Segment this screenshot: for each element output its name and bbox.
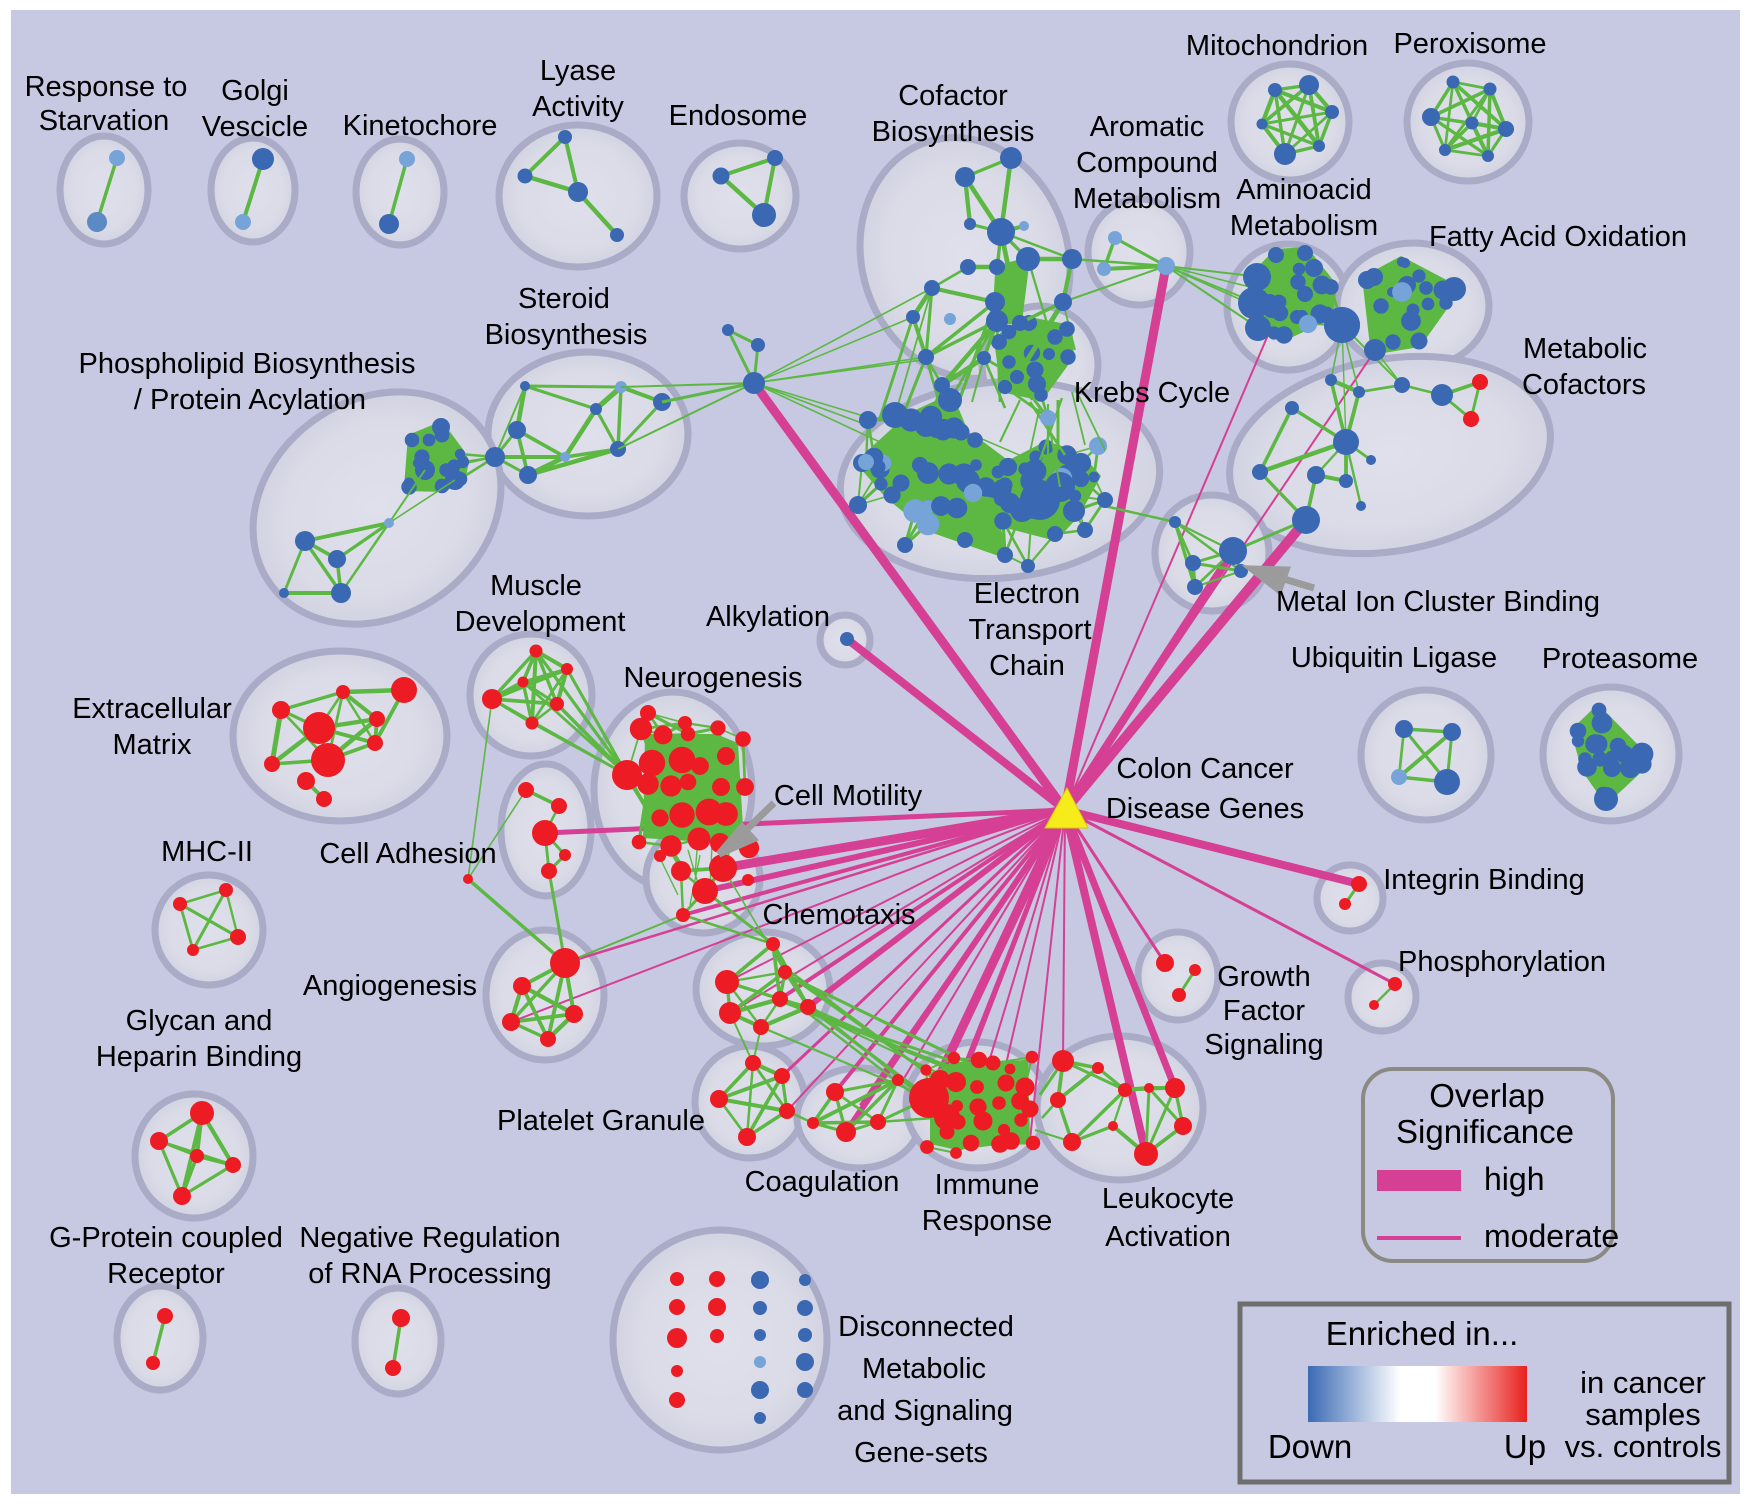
svg-text:Growth: Growth [1217, 961, 1310, 993]
svg-text:Cofactor: Cofactor [898, 80, 1008, 112]
svg-text:Krebs Cycle: Krebs Cycle [1074, 377, 1230, 409]
svg-text:Overlap: Overlap [1429, 1077, 1545, 1114]
svg-text:Transport: Transport [968, 614, 1091, 646]
svg-text:Integrin Binding: Integrin Binding [1383, 864, 1585, 896]
svg-text:Mitochondrion: Mitochondrion [1186, 30, 1368, 62]
svg-text:Endosome: Endosome [669, 100, 808, 132]
svg-text:Biosynthesis: Biosynthesis [872, 116, 1035, 148]
svg-text:Activity: Activity [532, 91, 624, 123]
svg-text:Neurogenesis: Neurogenesis [624, 662, 803, 694]
svg-text:Lyase: Lyase [540, 55, 616, 87]
svg-text:Cofactors: Cofactors [1522, 369, 1646, 401]
svg-text:Chain: Chain [989, 650, 1065, 682]
svg-text:Kinetochore: Kinetochore [343, 110, 498, 142]
svg-text:Heparin Binding: Heparin Binding [96, 1041, 302, 1073]
svg-text:Cell Motility: Cell Motility [774, 780, 923, 812]
svg-text:G-Protein coupled: G-Protein coupled [49, 1222, 283, 1254]
svg-text:Enriched in...: Enriched in... [1326, 1315, 1519, 1352]
svg-text:Extracellular: Extracellular [72, 693, 232, 725]
svg-text:Significance: Significance [1396, 1113, 1574, 1150]
svg-text:Chemotaxis: Chemotaxis [762, 899, 915, 931]
svg-text:samples: samples [1585, 1397, 1700, 1432]
svg-text:Matrix: Matrix [113, 729, 192, 761]
svg-text:Phosphorylation: Phosphorylation [1398, 946, 1606, 978]
svg-text:Steroid: Steroid [518, 283, 610, 315]
svg-text:Activation: Activation [1105, 1221, 1231, 1253]
svg-text:vs. controls: vs. controls [1565, 1429, 1722, 1464]
svg-text:Alkylation: Alkylation [706, 601, 830, 633]
svg-text:Gene-sets: Gene-sets [854, 1437, 988, 1469]
svg-text:Immune: Immune [935, 1169, 1040, 1201]
svg-text:Glycan and: Glycan and [126, 1005, 273, 1037]
svg-text:Metabolic: Metabolic [862, 1353, 986, 1385]
svg-text:Disconnected: Disconnected [838, 1311, 1014, 1343]
svg-text:Metabolism: Metabolism [1073, 183, 1221, 215]
svg-text:Vescicle: Vescicle [202, 111, 308, 143]
svg-text:Muscle: Muscle [490, 570, 582, 602]
svg-text:in cancer: in cancer [1580, 1365, 1706, 1400]
svg-text:Fatty Acid Oxidation: Fatty Acid Oxidation [1429, 221, 1687, 253]
svg-text:Platelet Granule: Platelet Granule [497, 1105, 705, 1137]
svg-text:Biosynthesis: Biosynthesis [485, 319, 648, 351]
svg-text:Factor: Factor [1223, 995, 1306, 1027]
svg-text:MHC-II: MHC-II [161, 836, 253, 868]
svg-text:Peroxisome: Peroxisome [1393, 28, 1546, 60]
svg-text:Aromatic: Aromatic [1090, 111, 1204, 143]
svg-text:/ Protein Acylation: / Protein Acylation [134, 384, 366, 416]
svg-text:Metal Ion Cluster Binding: Metal Ion Cluster Binding [1276, 586, 1600, 618]
svg-text:Down: Down [1268, 1428, 1352, 1465]
svg-text:Aminoacid: Aminoacid [1236, 174, 1371, 206]
svg-text:Electron: Electron [974, 578, 1080, 610]
svg-text:high: high [1484, 1161, 1545, 1197]
svg-text:moderate: moderate [1484, 1218, 1619, 1254]
svg-text:Negative Regulation: Negative Regulation [299, 1222, 560, 1254]
svg-text:Disease Genes: Disease Genes [1106, 793, 1304, 825]
svg-text:Up: Up [1504, 1428, 1546, 1465]
svg-text:Leukocyte: Leukocyte [1102, 1183, 1234, 1215]
svg-text:Response: Response [922, 1205, 1053, 1237]
svg-text:Colon Cancer: Colon Cancer [1116, 753, 1294, 785]
svg-text:of RNA Processing: of RNA Processing [308, 1258, 551, 1290]
svg-text:Signaling: Signaling [1204, 1029, 1323, 1061]
svg-text:Golgi: Golgi [221, 75, 289, 107]
svg-text:Proteasome: Proteasome [1542, 643, 1698, 675]
svg-text:Ubiquitin Ligase: Ubiquitin Ligase [1291, 642, 1497, 674]
svg-text:Phospholipid Biosynthesis: Phospholipid Biosynthesis [79, 348, 416, 380]
svg-text:Development: Development [455, 606, 626, 638]
svg-text:Cell Adhesion: Cell Adhesion [319, 838, 496, 870]
svg-text:Coagulation: Coagulation [745, 1166, 900, 1198]
svg-text:Receptor: Receptor [107, 1258, 225, 1290]
svg-text:Angiogenesis: Angiogenesis [303, 970, 477, 1002]
svg-text:and Signaling: and Signaling [837, 1395, 1013, 1427]
svg-text:Starvation: Starvation [39, 105, 170, 137]
svg-text:Metabolism: Metabolism [1230, 210, 1378, 242]
svg-text:Response to: Response to [25, 71, 188, 103]
svg-text:Compound: Compound [1076, 147, 1218, 179]
svg-text:Metabolic: Metabolic [1523, 333, 1647, 365]
